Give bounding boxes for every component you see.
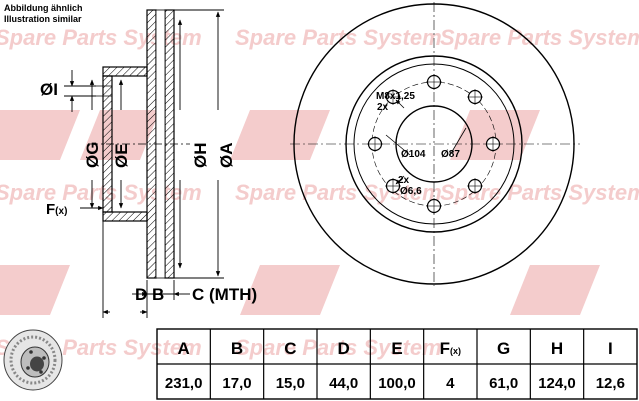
label-center-bore: Ø87 xyxy=(441,149,460,160)
hat-outer-edge xyxy=(345,55,523,233)
table-header-c: C xyxy=(284,339,296,358)
watermark-logo-stripes xyxy=(0,110,600,315)
watermark-text-2: Spare Parts System xyxy=(235,25,442,50)
hat-top-wall xyxy=(102,66,148,77)
outer-edge xyxy=(293,3,575,285)
table-header-e: E xyxy=(391,339,402,358)
dimension-table: A B C D E F(x) G H I 231,0 17,0 15,0 44,0 100,0 4 61,0… xyxy=(156,328,638,400)
center-bore xyxy=(395,105,473,183)
label-b: B xyxy=(152,285,164,304)
table-header-row: A B C D E F(x) G H I xyxy=(178,339,613,358)
disc-front-view xyxy=(290,2,580,286)
watermark-text-3: Spare Parts System xyxy=(440,25,639,50)
disc-thumbnail-icon xyxy=(3,329,63,391)
table-value-e: 100,0 xyxy=(378,375,416,392)
table-header-a: A xyxy=(178,339,190,358)
hat-inner-edge xyxy=(353,63,515,225)
label-pitch-circle: Ø104 xyxy=(401,149,426,160)
watermark: Spare Parts System Spare Parts System Sp… xyxy=(0,25,639,360)
table-value-d: 44,0 xyxy=(329,375,358,392)
label-hole-count: 2x xyxy=(398,175,410,186)
label-dia-h: ØH xyxy=(191,143,210,169)
table-column-dividers xyxy=(209,329,585,399)
table-value-a: 231,0 xyxy=(165,375,203,392)
table-header-h: H xyxy=(551,339,563,358)
table-header-d: D xyxy=(338,339,350,358)
label-d: D xyxy=(135,285,147,304)
table-header-b: B xyxy=(231,339,243,358)
table-header-i: I xyxy=(608,339,613,358)
illustration-note-en: Illustration similar xyxy=(4,14,82,24)
watermark-text-5: Spare Parts System xyxy=(235,180,442,205)
table-value-f: 4 xyxy=(446,375,455,392)
label-bolt-count: 2x xyxy=(377,102,389,113)
disc-cross-section xyxy=(90,9,190,279)
watermark-text-8: Spare Parts System xyxy=(235,335,442,360)
label-hole-dia: Ø6,6 xyxy=(400,186,422,197)
table-value-h: 124,0 xyxy=(538,375,576,392)
table-value-g: 61,0 xyxy=(489,375,518,392)
illustration-note-de: Abbildung ähnlich xyxy=(4,3,83,13)
dimension-lines xyxy=(64,9,224,318)
label-dia-e: ØE xyxy=(112,143,131,168)
table-value-row: 231,0 17,0 15,0 44,0 100,0 4 61,0 124,0 12,6 xyxy=(165,375,625,392)
label-dia-g: ØG xyxy=(83,142,102,168)
table-value-b: 17,0 xyxy=(222,375,251,392)
hat-bottom-wall xyxy=(102,211,148,222)
label-f: F(x) xyxy=(46,201,67,218)
label-bolt-thread: M8x1,25 xyxy=(376,91,415,102)
table-value-c: 15,0 xyxy=(276,375,305,392)
label-dia-a: ØA xyxy=(217,143,236,169)
table-header-g: G xyxy=(497,339,510,358)
label-dia-i: ØI xyxy=(40,80,58,99)
table-value-i: 12,6 xyxy=(596,375,625,392)
table-header-f: F(x) xyxy=(440,339,461,358)
label-c-mth: C (MTH) xyxy=(192,285,257,304)
